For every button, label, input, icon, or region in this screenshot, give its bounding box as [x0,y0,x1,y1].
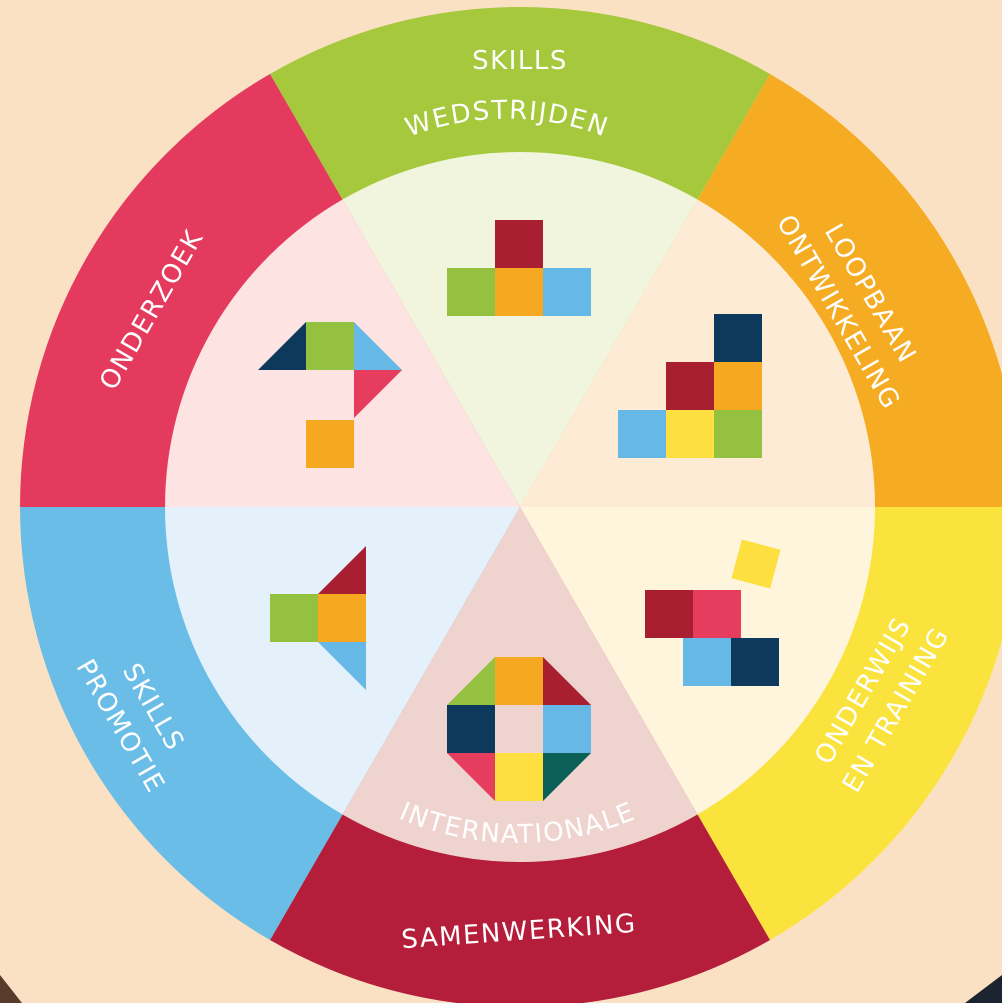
inner-segment-loopbaan-ontwikkeling [520,199,875,507]
blocks-octagon-icon [447,657,591,801]
blocks-staircase-icon [618,314,762,458]
inner-ring [165,151,875,862]
corner-decoration-left [0,975,22,1003]
inner-segment-skills-wedstrijden [342,151,698,507]
icons-layer [258,220,781,801]
blocks-tumbling-icon [645,539,781,686]
blocks-podium-icon [447,220,591,316]
blocks-megaphone-icon [270,546,366,690]
corner-decoration-right [965,975,1002,1003]
blocks-question-mark-icon [258,322,402,468]
label-skills-wedstrijden-line1: SKILLS [472,46,568,76]
